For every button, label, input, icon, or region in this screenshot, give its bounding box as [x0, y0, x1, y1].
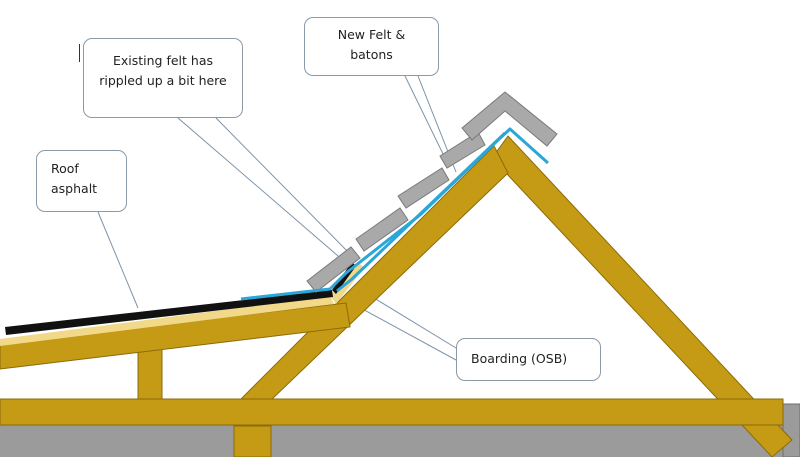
callout-new-felt-line-1: New Felt & [337, 27, 406, 42]
leader-existing-felt-a [177, 117, 353, 269]
callout-new-felt-line-2: batons [350, 47, 393, 62]
tile-1 [306, 246, 361, 293]
tile-3 [397, 167, 450, 209]
callout-roof-asphalt-line-1: Roof [51, 161, 79, 176]
new-felt-line-inner [336, 131, 507, 293]
leader-roof-asphalt [97, 211, 139, 309]
callout-existing-felt-line-1: Existing felt has [112, 53, 214, 68]
callout-roof-asphalt-line-2: asphalt [51, 181, 98, 196]
callout-existing-felt: Existing felt has rippled up a bit here [83, 38, 243, 118]
tile-2 [355, 207, 409, 252]
ground-wall [0, 424, 800, 457]
callout-roof-asphalt: Roof asphalt [36, 150, 127, 212]
right-wall-block [782, 403, 800, 457]
right-rafter [491, 135, 793, 457]
leader-new-felt-a [404, 75, 446, 159]
callout-existing-felt-line-2: rippled up a bit here [99, 73, 227, 88]
callout-new-felt: New Felt & batons [304, 17, 439, 76]
ceiling-joist [0, 398, 784, 426]
vertical-post-center [233, 425, 272, 457]
osb-boarding-low [0, 296, 334, 346]
ridge-tile [461, 91, 558, 147]
text-cursor-mark [79, 44, 80, 62]
tile-4 [439, 131, 486, 169]
callout-boarding: Boarding (OSB) [456, 338, 601, 381]
roof-asphalt-layer [5, 290, 333, 335]
left-steep-rafter [232, 145, 509, 424]
callout-boarding-line-1: Boarding (OSB) [471, 351, 568, 366]
leader-existing-felt-b [215, 117, 357, 261]
